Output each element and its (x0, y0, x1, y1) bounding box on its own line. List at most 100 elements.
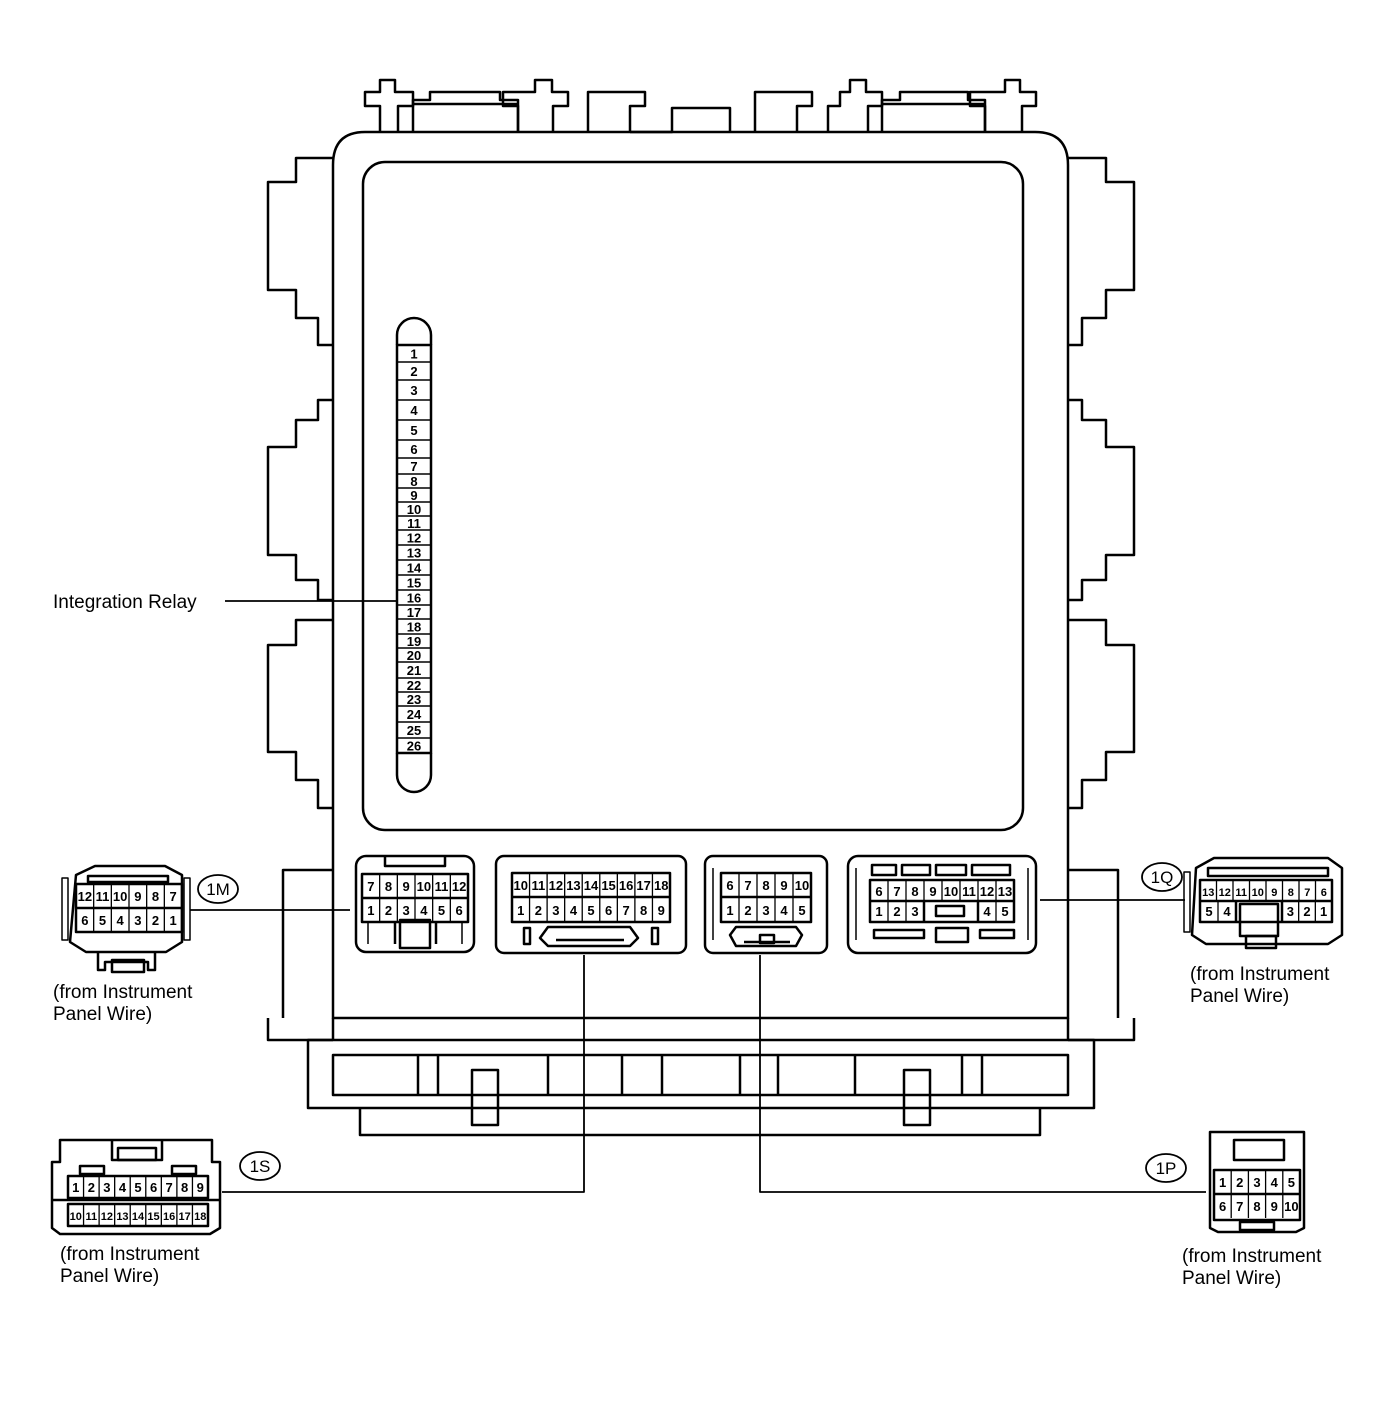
relay-pin-label: 20 (407, 648, 421, 663)
harness-1q-pin: 4 (1223, 904, 1231, 919)
box-1s-pin: 3 (552, 903, 559, 918)
box-1p-pin: 7 (744, 878, 751, 893)
harness-1m-pin: 11 (96, 889, 110, 904)
relay-pin-label: 9 (410, 488, 417, 503)
harness-1s-pin: 9 (197, 1180, 204, 1195)
box-connector-1p (703, 854, 829, 955)
box-1s-pin: 7 (622, 903, 629, 918)
integration-relay: 1234567891011121314151617181920212223242… (395, 316, 433, 794)
harness-1p-pin: 4 (1271, 1175, 1279, 1190)
box-1p-pin: 3 (762, 903, 769, 918)
caption-1s-line2: Panel Wire) (60, 1266, 159, 1287)
harness-1s-pin: 14 (132, 1211, 145, 1223)
relay-pin-label: 26 (407, 739, 421, 754)
box-1p-pin: 1 (726, 903, 733, 918)
relay-pin-label: 12 (407, 531, 421, 546)
connector-captions: (from Instrument Panel Wire) (from Instr… (53, 964, 1330, 1289)
relay-pin-label: 24 (407, 707, 422, 722)
harness-1s-pin: 7 (165, 1180, 172, 1195)
box-1s-pin: 9 (658, 903, 665, 918)
caption-1q-line1: (from Instrument (1190, 964, 1330, 985)
box-1s-pin: 12 (549, 878, 563, 893)
box-1m-pin: 6 (456, 903, 463, 918)
box-connector-1q (846, 854, 1038, 955)
box-1m-pin: 12 (452, 879, 466, 894)
harness-1s-pin: 11 (86, 1211, 98, 1223)
box-1s-pin: 4 (570, 903, 578, 918)
relay-pin-label: 13 (407, 546, 421, 561)
box-1s-pin: 5 (587, 903, 594, 918)
harness-1p-pin: 8 (1253, 1199, 1260, 1214)
harness-1q-pin: 13 (1202, 887, 1214, 899)
caption-1p-line2: Panel Wire) (1182, 1268, 1281, 1289)
box-1p-pin: 8 (762, 878, 769, 893)
box-1q-pin: 11 (962, 884, 976, 899)
relay-pin-label: 4 (410, 403, 418, 418)
harness-1s-pin: 16 (163, 1211, 175, 1223)
harness-1p-pin: 7 (1236, 1199, 1243, 1214)
box-1q-pin: 1 (875, 904, 882, 919)
harness-1s-pin: 17 (179, 1211, 191, 1223)
relay-pin-label: 17 (407, 605, 421, 620)
box-1s-pin: 17 (636, 878, 650, 893)
caption-1s-line1: (from Instrument (60, 1244, 200, 1265)
harness-1q-pin: 7 (1304, 887, 1310, 899)
box-1q-pin: 12 (980, 884, 994, 899)
box-1m-pin: 11 (435, 879, 449, 894)
box-1q-pin: 10 (944, 884, 958, 899)
harness-connector-1s (50, 1138, 222, 1236)
harness-1s-pin: 6 (150, 1180, 157, 1195)
box-1q-pin: 13 (998, 884, 1012, 899)
harness-1s-pin: 8 (181, 1180, 188, 1195)
box-1q-pin: 4 (983, 904, 991, 919)
relay-pin-label: 16 (407, 591, 421, 606)
box-1s-pin: 1 (517, 903, 524, 918)
harness-connector-1p (1208, 1130, 1306, 1234)
harness-1s-pin: 15 (147, 1211, 159, 1223)
box-1m-pin: 9 (403, 879, 410, 894)
caption-1m-line1: (from Instrument (53, 982, 193, 1003)
connector-leader-lines (190, 899, 1206, 1193)
relay-pin-labels: 1234567891011121314151617181920212223242… (407, 347, 422, 754)
box-1m-pin: 8 (385, 879, 392, 894)
connector-code-1q: 1Q (1151, 868, 1174, 887)
box-connector-1s (494, 854, 688, 955)
harness-1m-pin: 4 (117, 913, 125, 928)
relay-pin-label: 25 (407, 723, 421, 738)
relay-pin-label: 1 (410, 347, 417, 362)
harness-1m-pin: 10 (113, 889, 127, 904)
caption-1m-line2: Panel Wire) (53, 1004, 152, 1025)
harness-1m-pin: 1 (170, 913, 177, 928)
relay-pin-label: 7 (410, 459, 417, 474)
box-1m-pin: 2 (385, 903, 392, 918)
connector-code-1m: 1M (206, 880, 230, 899)
box-1m-pin: 10 (417, 879, 431, 894)
harness-1m-pin: 9 (134, 889, 141, 904)
relay-pin-label: 14 (407, 561, 422, 576)
box-1p-pin: 2 (744, 903, 751, 918)
harness-1p-pin: 1 (1219, 1175, 1226, 1190)
junction-block-housing (266, 130, 1136, 1137)
harness-1q-pin: 10 (1252, 887, 1264, 899)
box-1s-pin: 10 (514, 878, 528, 893)
harness-1p-pin: 2 (1236, 1175, 1243, 1190)
harness-1p-pin: 10 (1284, 1199, 1298, 1214)
relay-pin-label: 23 (407, 692, 421, 707)
integration-relay-callout: Integration Relay (53, 592, 397, 613)
box-1p-pin: 10 (795, 878, 809, 893)
box-1s-pin: 16 (619, 878, 633, 893)
harness-1q-pin: 12 (1219, 887, 1231, 899)
harness-1s-pin: 12 (101, 1211, 113, 1223)
harness-1m-pin: 3 (134, 913, 141, 928)
box-1m-pin: 4 (420, 903, 428, 918)
relay-pin-label: 6 (410, 442, 417, 457)
relay-pin-label: 11 (407, 516, 421, 531)
relay-pin-label: 10 (407, 502, 421, 517)
relay-pin-label: 5 (410, 423, 417, 438)
box-1q-pin: 6 (875, 884, 882, 899)
harness-1m-pin: 8 (152, 889, 159, 904)
harness-1m-pin: 2 (152, 913, 159, 928)
box-1p-pin: 5 (798, 903, 805, 918)
